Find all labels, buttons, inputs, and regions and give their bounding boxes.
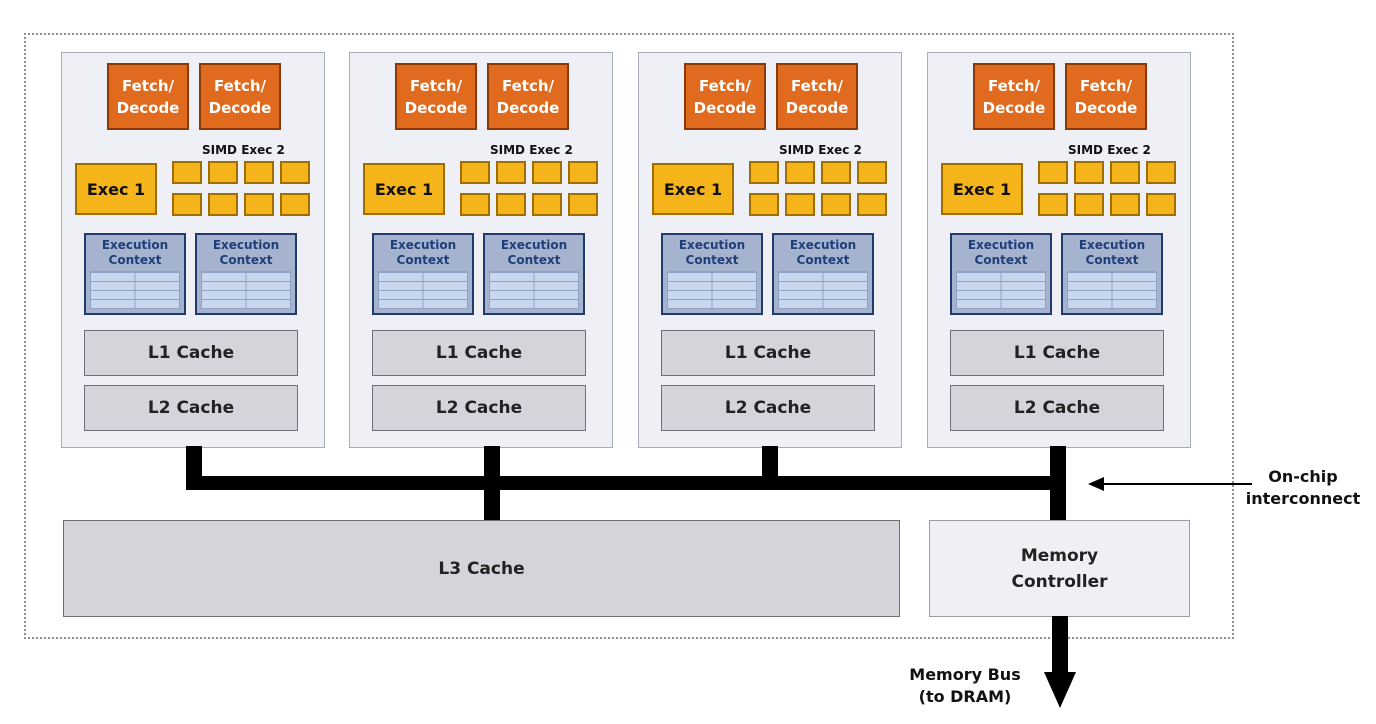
simd-alu xyxy=(1074,161,1104,184)
simd-alu xyxy=(1110,193,1140,216)
fetch-decode-unit: Fetch/ Decode xyxy=(107,63,189,130)
exec-1-unit: Exec 1 xyxy=(941,163,1023,215)
execution-context-label: Execution Context xyxy=(967,238,1035,267)
core-1-link xyxy=(186,446,202,490)
core-4-link xyxy=(1050,446,1066,490)
register-grid xyxy=(778,271,868,309)
memory-bus-label: Memory Bus (to DRAM) xyxy=(909,665,1021,706)
interconnect-label: On-chip interconnect xyxy=(1245,467,1361,508)
execution-context-label: Execution Context xyxy=(212,238,280,267)
fetch-decode-unit: Fetch/ Decode xyxy=(973,63,1055,130)
register-grid xyxy=(1067,271,1157,309)
register-grid xyxy=(956,271,1046,309)
execution-context: Execution Context xyxy=(772,233,874,315)
register-grid xyxy=(489,271,579,309)
exec-1-unit: Exec 1 xyxy=(75,163,157,215)
simd-alu xyxy=(244,193,274,216)
simd-alu xyxy=(280,161,310,184)
fetch-decode-unit: Fetch/ Decode xyxy=(395,63,477,130)
simd-exec-label: SIMD Exec 2 xyxy=(779,143,862,157)
register-grid xyxy=(201,271,291,309)
simd-alu xyxy=(749,161,779,184)
execution-context: Execution Context xyxy=(950,233,1052,315)
simd-alu xyxy=(244,161,274,184)
simd-alu xyxy=(280,193,310,216)
simd-alu xyxy=(1146,193,1176,216)
simd-alu xyxy=(172,161,202,184)
memory-controller-link xyxy=(1050,488,1066,522)
simd-alu xyxy=(496,161,526,184)
fetch-decode-unit: Fetch/ Decode xyxy=(487,63,569,130)
simd-alu xyxy=(1074,193,1104,216)
execution-context-label: Execution Context xyxy=(789,238,857,267)
simd-exec-label: SIMD Exec 2 xyxy=(490,143,573,157)
exec-1-unit: Exec 1 xyxy=(363,163,445,215)
l1-cache: L1 Cache xyxy=(950,330,1164,376)
simd-alu xyxy=(1038,193,1068,216)
register-grid xyxy=(378,271,468,309)
simd-alu xyxy=(785,161,815,184)
execution-context: Execution Context xyxy=(1061,233,1163,315)
l1-cache: L1 Cache xyxy=(84,330,298,376)
l2-cache: L2 Cache xyxy=(84,385,298,431)
simd-alu xyxy=(208,161,238,184)
fetch-decode-unit: Fetch/ Decode xyxy=(776,63,858,130)
core-2-link xyxy=(484,446,500,490)
register-grid xyxy=(667,271,757,309)
fetch-decode-unit: Fetch/ Decode xyxy=(684,63,766,130)
l2-cache: L2 Cache xyxy=(661,385,875,431)
register-grid xyxy=(90,271,180,309)
simd-exec-label: SIMD Exec 2 xyxy=(1068,143,1151,157)
simd-alu xyxy=(857,161,887,184)
simd-alu xyxy=(821,161,851,184)
simd-alu xyxy=(532,161,562,184)
memory-controller: Memory Controller xyxy=(929,520,1190,617)
simd-alu xyxy=(1110,161,1140,184)
simd-alu xyxy=(749,193,779,216)
exec-1-unit: Exec 1 xyxy=(652,163,734,215)
fetch-decode-unit: Fetch/ Decode xyxy=(199,63,281,130)
simd-alu xyxy=(821,193,851,216)
execution-context-label: Execution Context xyxy=(1078,238,1146,267)
memory-bus-arrow xyxy=(1044,616,1076,708)
simd-alu xyxy=(460,161,490,184)
l2-cache: L2 Cache xyxy=(950,385,1164,431)
chip-boundary xyxy=(24,33,1234,639)
l2-cache: L2 Cache xyxy=(372,385,586,431)
simd-alu xyxy=(496,193,526,216)
execution-context: Execution Context xyxy=(84,233,186,315)
interconnect-bus xyxy=(186,476,1066,490)
execution-context-label: Execution Context xyxy=(500,238,568,267)
simd-alu xyxy=(857,193,887,216)
execution-context: Execution Context xyxy=(661,233,763,315)
interconnect-arrow xyxy=(1088,477,1252,491)
l3-link xyxy=(484,488,500,522)
l3-cache: L3 Cache xyxy=(63,520,900,617)
execution-context: Execution Context xyxy=(483,233,585,315)
simd-alu xyxy=(1146,161,1176,184)
simd-alu xyxy=(532,193,562,216)
execution-context-label: Execution Context xyxy=(678,238,746,267)
simd-alu xyxy=(172,193,202,216)
simd-alu xyxy=(568,193,598,216)
simd-alu xyxy=(1038,161,1068,184)
simd-alu xyxy=(460,193,490,216)
execution-context: Execution Context xyxy=(195,233,297,315)
execution-context-label: Execution Context xyxy=(389,238,457,267)
l1-cache: L1 Cache xyxy=(661,330,875,376)
simd-exec-label: SIMD Exec 2 xyxy=(202,143,285,157)
execution-context-label: Execution Context xyxy=(101,238,169,267)
execution-context: Execution Context xyxy=(372,233,474,315)
simd-alu xyxy=(568,161,598,184)
fetch-decode-unit: Fetch/ Decode xyxy=(1065,63,1147,130)
simd-alu xyxy=(785,193,815,216)
simd-alu xyxy=(208,193,238,216)
l1-cache: L1 Cache xyxy=(372,330,586,376)
core-3-link xyxy=(762,446,778,490)
